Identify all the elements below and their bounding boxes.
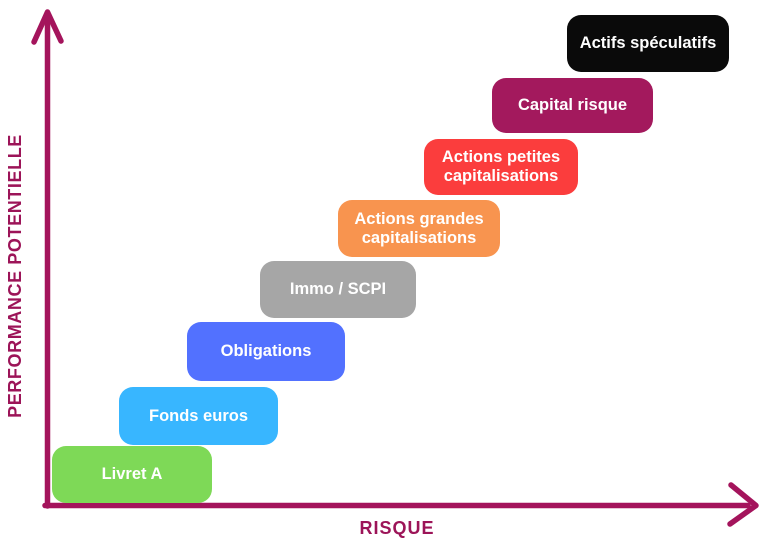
asset-box-actifs-speculatifs: Actifs spéculatifs [567,15,729,72]
asset-box-label: Obligations [220,342,312,361]
y-axis-arrowhead [31,9,64,45]
asset-box-fonds-euros: Fonds euros [119,387,278,445]
y-axis-label: PERFORMANCE POTENTIELLE [5,134,25,418]
asset-box-obligations: Obligations [187,322,345,381]
asset-box-label: Actions grandes capitalisations [354,209,484,247]
asset-box-label: Immo / SCPI [289,280,387,299]
asset-box-actions-grandes-capitalisations: Actions grandes capitalisations [338,200,500,257]
asset-box-label: Actions petites capitalisations [441,148,561,185]
asset-box-label: Fonds euros [148,406,248,425]
asset-box-label: Actifs spéculatifs [579,34,717,53]
asset-box-actions-petites-capitalisations: Actions petites capitalisations [424,139,578,195]
asset-box-immo-scpi: Immo / SCPI [260,261,416,318]
asset-box-capital-risque: Capital risque [492,78,653,133]
asset-box-label: Capital risque [517,96,628,115]
asset-box-livret-a: Livret A [52,446,212,503]
x-axis-arrowhead [727,482,759,527]
x-axis-label: RISQUE [359,518,435,538]
asset-box-label: Livret A [101,465,163,484]
